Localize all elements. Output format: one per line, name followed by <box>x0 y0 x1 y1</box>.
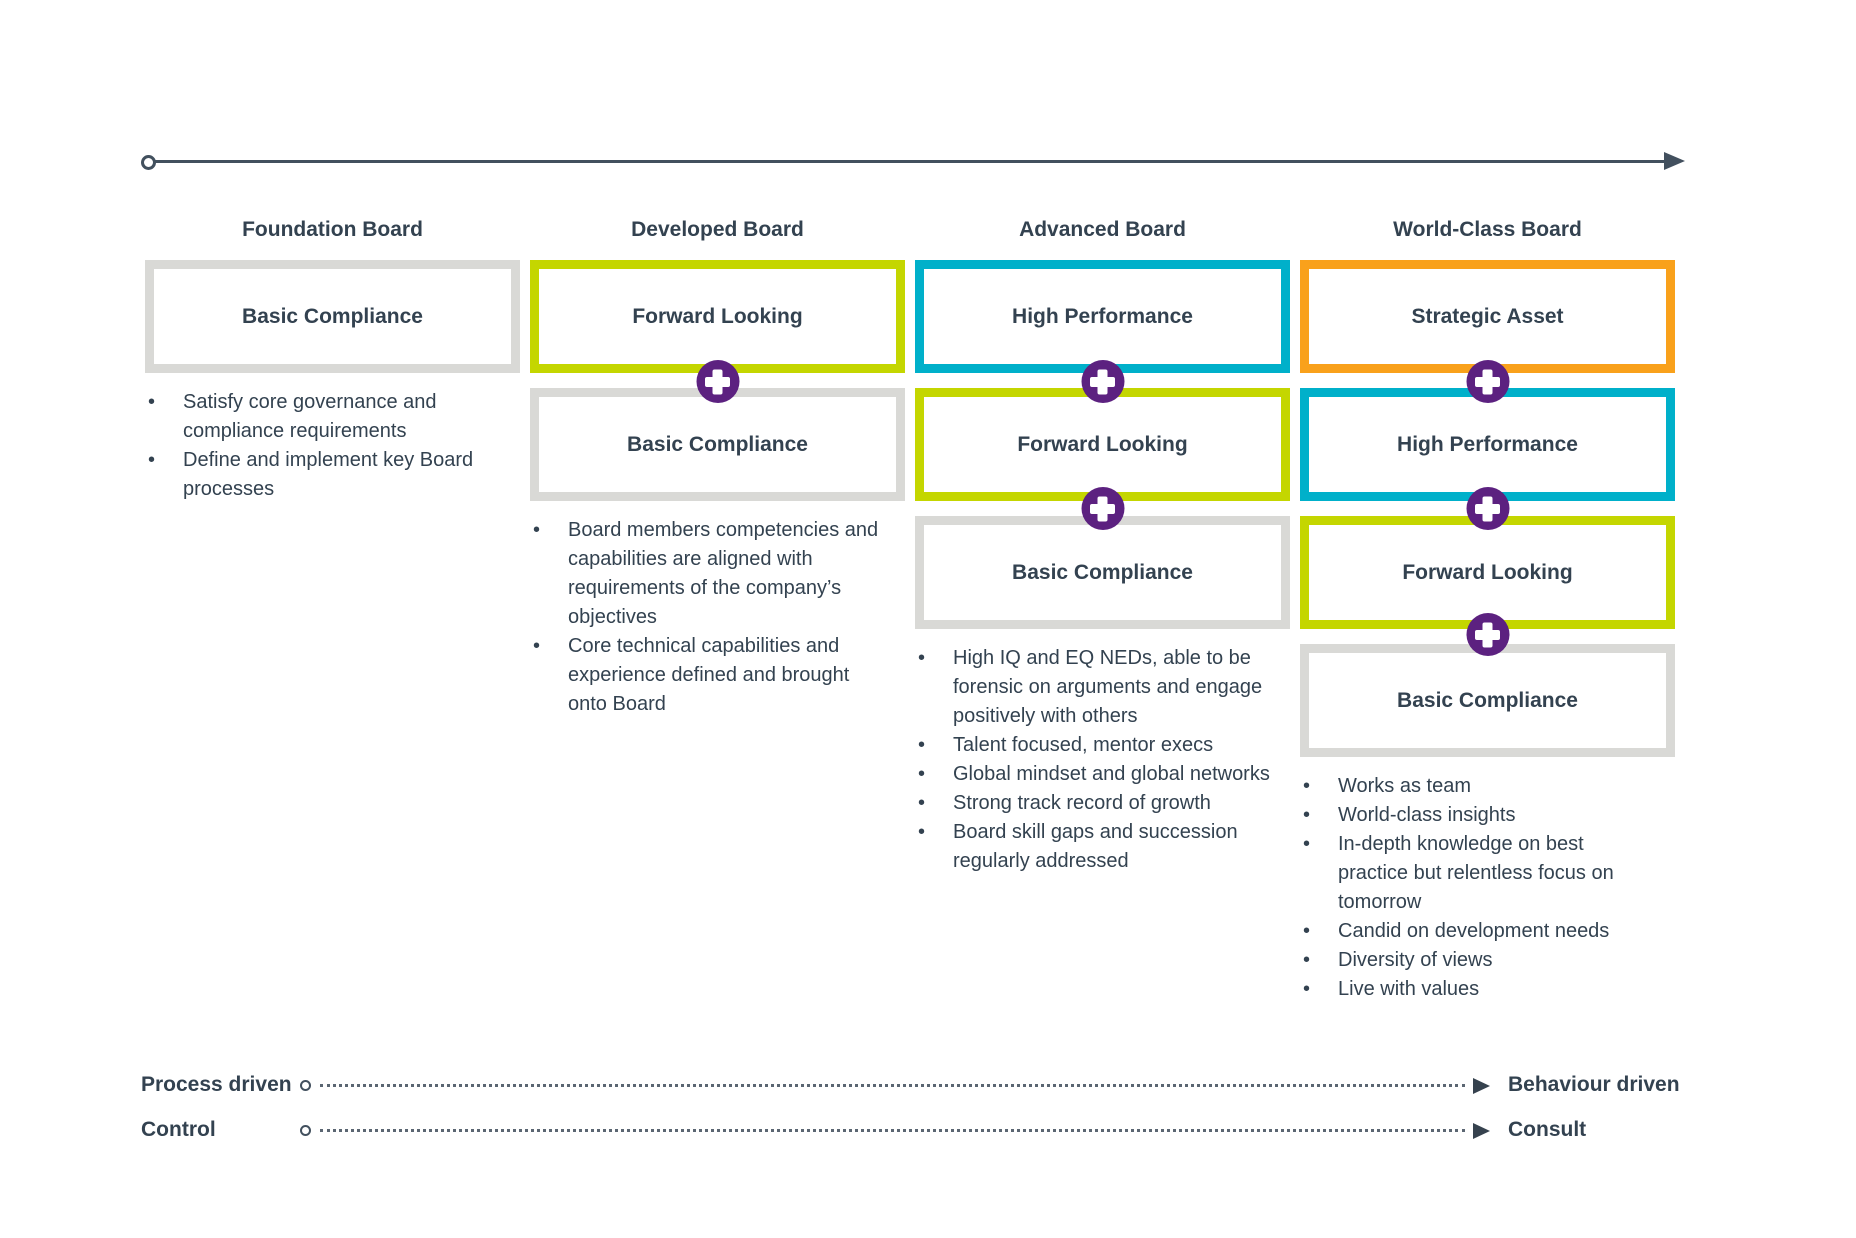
axis-control-consult: Control Consult <box>0 1116 1856 1146</box>
level-box-label: Basic Compliance <box>627 432 808 456</box>
axis-start-circle-icon <box>300 1080 311 1091</box>
level-box-basic-compliance: Basic Compliance <box>530 388 905 501</box>
level-box-label: Basic Compliance <box>1397 688 1578 712</box>
bullet-item: World-class insights <box>1300 801 1675 830</box>
level-box-basic-compliance: Basic Compliance <box>1300 644 1675 757</box>
column-bullets: High IQ and EQ NEDs, able to be forensic… <box>915 644 1290 876</box>
level-box-label: Strategic Asset <box>1411 304 1564 328</box>
bullet-item: Define and implement key Board processes <box>145 446 520 504</box>
column-world-class-board: World-Class Board Strategic Asset High P… <box>1300 218 1675 1004</box>
level-box-high-performance: High Performance <box>915 260 1290 373</box>
level-box-label: High Performance <box>1012 304 1193 328</box>
bullet-item: Core technical capabilities and experien… <box>530 632 905 719</box>
level-box-label: High Performance <box>1397 432 1578 456</box>
column-bullets: Works as team World-class insights In-de… <box>1300 772 1675 1004</box>
bullet-item: Works as team <box>1300 772 1675 801</box>
column-title: Foundation Board <box>242 218 423 241</box>
plus-icon <box>1081 487 1124 530</box>
axis-left-label: Control <box>141 1118 216 1141</box>
axis-arrowhead-icon <box>1473 1078 1490 1094</box>
axis-right-label: Behaviour driven <box>1508 1073 1680 1096</box>
axis-arrowhead-icon <box>1473 1123 1490 1139</box>
column-advanced-board: Advanced Board High Performance Forward … <box>915 218 1290 876</box>
plus-icon <box>1466 613 1509 656</box>
column-title: Developed Board <box>631 218 804 241</box>
bullet-item: Global mindset and global networks <box>915 760 1290 789</box>
level-box-label: Forward Looking <box>1017 432 1188 456</box>
level-box-basic-compliance: Basic Compliance <box>915 516 1290 629</box>
bullet-item: Candid on development needs <box>1300 917 1675 946</box>
bullet-item: In-depth knowledge on best practice but … <box>1300 830 1675 917</box>
axis-process-behaviour: Process driven Behaviour driven <box>0 1071 1856 1101</box>
timeline-arrow-line <box>153 160 1666 163</box>
axis-right-label: Consult <box>1508 1118 1587 1141</box>
level-box-label: Basic Compliance <box>1012 560 1193 584</box>
level-box-basic-compliance: Basic Compliance <box>145 260 520 373</box>
axis-dotted-line <box>320 1084 1465 1087</box>
level-box-strategic-asset: Strategic Asset <box>1300 260 1675 373</box>
level-box-high-performance: High Performance <box>1300 388 1675 501</box>
bullet-item: Strong track record of growth <box>915 789 1290 818</box>
level-box-label: Forward Looking <box>632 304 803 328</box>
plus-icon <box>1466 360 1509 403</box>
bullet-item: Live with values <box>1300 975 1675 1004</box>
column-foundation-board: Foundation Board Basic Compliance Satisf… <box>145 218 520 504</box>
column-title: World-Class Board <box>1393 218 1582 241</box>
level-box-label: Forward Looking <box>1402 560 1573 584</box>
level-box-label: Basic Compliance <box>242 304 423 328</box>
timeline-arrowhead-icon <box>1664 152 1685 170</box>
bullet-item: Satisfy core governance and compliance r… <box>145 388 520 446</box>
bullet-item: High IQ and EQ NEDs, able to be forensic… <box>915 644 1290 731</box>
bullet-item: Board members competencies and capabilit… <box>530 516 905 632</box>
plus-icon <box>1466 487 1509 530</box>
column-bullets: Satisfy core governance and compliance r… <box>145 388 520 504</box>
plus-icon <box>1081 360 1124 403</box>
plus-icon <box>696 360 739 403</box>
axis-left-label: Process driven <box>141 1073 292 1096</box>
bullet-item: Talent focused, mentor execs <box>915 731 1290 760</box>
column-bullets: Board members competencies and capabilit… <box>530 516 905 719</box>
bullet-item: Diversity of views <box>1300 946 1675 975</box>
axis-dotted-line <box>320 1129 1465 1132</box>
level-box-forward-looking: Forward Looking <box>915 388 1290 501</box>
bullet-item: Board skill gaps and succession regularl… <box>915 818 1290 876</box>
column-developed-board: Developed Board Forward Looking Basic Co… <box>530 218 905 719</box>
axis-start-circle-icon <box>300 1125 311 1136</box>
level-box-forward-looking: Forward Looking <box>530 260 905 373</box>
column-title: Advanced Board <box>1019 218 1186 241</box>
